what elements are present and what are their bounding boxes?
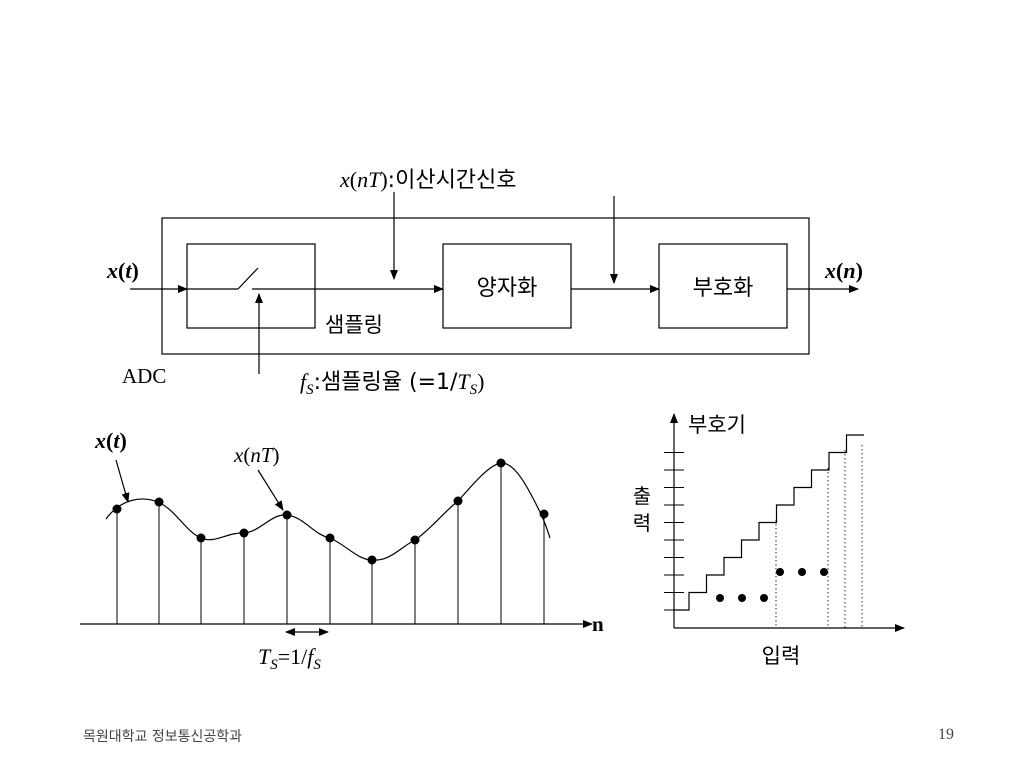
page-number: 19: [938, 726, 954, 743]
sampling-period-label: TS=1/fS: [258, 644, 321, 673]
sampler-box: [186, 243, 316, 329]
waveform-xnt-label: x(nT): [233, 443, 280, 467]
adc-label: ADC: [122, 364, 166, 388]
dotted-guides: [775, 445, 863, 628]
encoder-x-label: 입력: [762, 644, 801, 668]
quantizer-label: 양자화: [477, 276, 538, 301]
sample-dots: [112, 458, 549, 565]
sample-point: [325, 533, 335, 543]
ellipsis-lower: [716, 594, 768, 602]
continuous-signal-curve: [105, 462, 551, 561]
sample-stems: [116, 463, 545, 624]
encoder-chart-title: 부호기: [688, 413, 746, 437]
waveform-xt-pointer: [115, 459, 130, 503]
ellipsis-upper: [776, 568, 828, 576]
footer-institution: 목원대학교 정보통신공학과: [83, 729, 243, 745]
sample-point: [112, 504, 122, 514]
switch-blade: [237, 267, 259, 290]
waveform-xnt-pointer: [257, 469, 284, 511]
top-xnt-label: x(nT):이산시간신호: [339, 167, 517, 193]
sample-point: [453, 496, 463, 506]
input-xt-label: x(t): [106, 258, 139, 283]
sample-point: [496, 458, 506, 468]
encoder-ticks: [664, 452, 684, 611]
sample-point: [154, 497, 164, 507]
sample-point: [367, 555, 377, 565]
adc-outer-box: [161, 217, 810, 355]
encoder-y-label-top: 출: [633, 484, 651, 508]
sample-point: [239, 528, 249, 538]
encoder-y-label-bottom: 력: [633, 511, 651, 535]
sample-point: [410, 535, 420, 545]
sample-point: [539, 509, 549, 519]
sampling-rate-label: fS:샘플링율 (=1/TS): [300, 369, 485, 398]
sample-point: [282, 510, 292, 520]
waveform-xt-label: x(t): [94, 428, 127, 453]
encoder-label: 부호화: [693, 276, 754, 301]
output-xn-label: x(n): [824, 258, 863, 283]
sample-point: [196, 533, 206, 543]
waveform-axis-label: n: [592, 612, 604, 636]
quantizer-staircase: [674, 434, 864, 611]
sampling-label: 샘플링: [325, 313, 383, 337]
